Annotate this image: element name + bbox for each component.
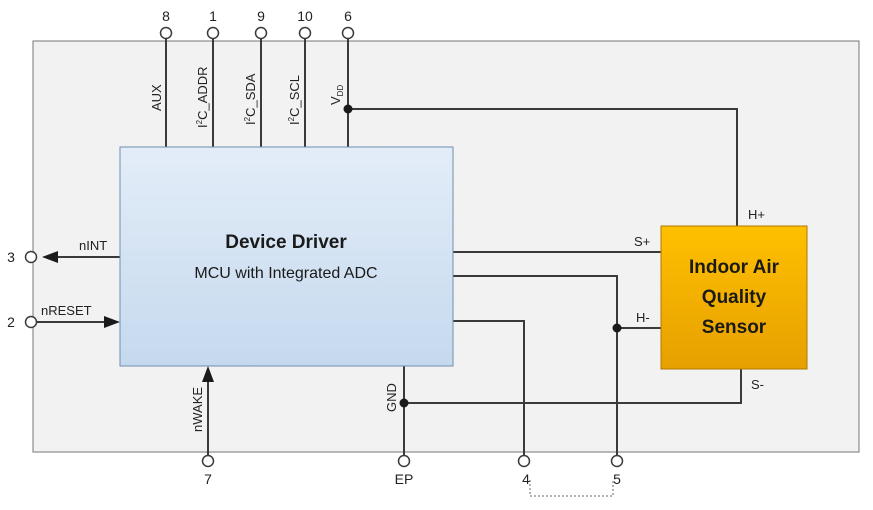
wire-vdd-to-heater-plus bbox=[348, 108, 738, 226]
wire-pin-4 bbox=[453, 320, 525, 456]
wire-pin-5 bbox=[453, 275, 618, 456]
pin-4-terminal bbox=[517, 454, 531, 468]
device-driver-block bbox=[119, 146, 454, 367]
label-heater-plus: H+ bbox=[748, 207, 765, 222]
pin-3-terminal bbox=[24, 250, 38, 264]
pin-number-4: 4 bbox=[522, 471, 530, 487]
sensor-block bbox=[660, 225, 808, 370]
pin-ep-terminal bbox=[397, 454, 411, 468]
sensor-title-line-3: Sensor bbox=[702, 317, 767, 338]
junction-gnd bbox=[399, 398, 409, 408]
label-sensor-minus: S- bbox=[751, 377, 764, 392]
label-nwake: nWAKE bbox=[190, 387, 205, 432]
pin-number-9: 9 bbox=[257, 8, 265, 24]
dotted-link-4-5 bbox=[529, 480, 614, 497]
pin-number-6: 6 bbox=[344, 8, 352, 24]
junction-vdd bbox=[343, 104, 353, 114]
pin-number-ep: EP bbox=[395, 471, 414, 487]
pin-8-terminal bbox=[159, 26, 173, 40]
wires bbox=[37, 38, 742, 497]
arrow-nint bbox=[42, 251, 58, 263]
label-sensor-plus: S+ bbox=[634, 234, 650, 249]
label-nint: nINT bbox=[79, 238, 107, 253]
device-driver-subtitle: MCU with Integrated ADC bbox=[194, 265, 377, 282]
pin-7-terminal bbox=[201, 454, 215, 468]
junction-heater-minus bbox=[612, 323, 622, 333]
label-heater-minus: H- bbox=[636, 310, 650, 325]
pin-number-5: 5 bbox=[613, 471, 621, 487]
pin-6-terminal bbox=[341, 26, 355, 40]
pin-number-8: 8 bbox=[162, 8, 170, 24]
pin-number-7: 7 bbox=[204, 471, 212, 487]
device-driver-title: Device Driver bbox=[225, 232, 347, 253]
pin-number-2: 2 bbox=[7, 314, 15, 330]
pin-number-3: 3 bbox=[7, 249, 15, 265]
sensor-title-line-2: Quality bbox=[702, 287, 767, 308]
label-vdd: VDD bbox=[328, 85, 345, 105]
label-i2c-sda: I2C_SDA bbox=[243, 73, 258, 125]
pin-2-terminal bbox=[24, 315, 38, 329]
label-i2c-addr: I2C_ADDR bbox=[195, 66, 210, 128]
label-gnd: GND bbox=[384, 383, 399, 412]
pin-5-terminal bbox=[610, 454, 624, 468]
pin-terminals bbox=[24, 26, 624, 468]
label-nreset: nRESET bbox=[41, 303, 92, 318]
label-aux: AUX bbox=[149, 84, 164, 111]
arrow-nwake bbox=[202, 366, 214, 382]
pin-1-terminal bbox=[206, 26, 220, 40]
sensor-title-line-1: Indoor Air bbox=[689, 257, 780, 278]
pin-number-1: 1 bbox=[209, 8, 217, 24]
arrow-nreset bbox=[104, 316, 120, 328]
label-i2c-scl: I2C_SCL bbox=[287, 75, 302, 125]
pin-10-terminal bbox=[298, 26, 312, 40]
pin-number-10: 10 bbox=[297, 8, 313, 24]
pin-9-terminal bbox=[254, 26, 268, 40]
wire-gnd-to-sensor-minus bbox=[404, 369, 742, 404]
